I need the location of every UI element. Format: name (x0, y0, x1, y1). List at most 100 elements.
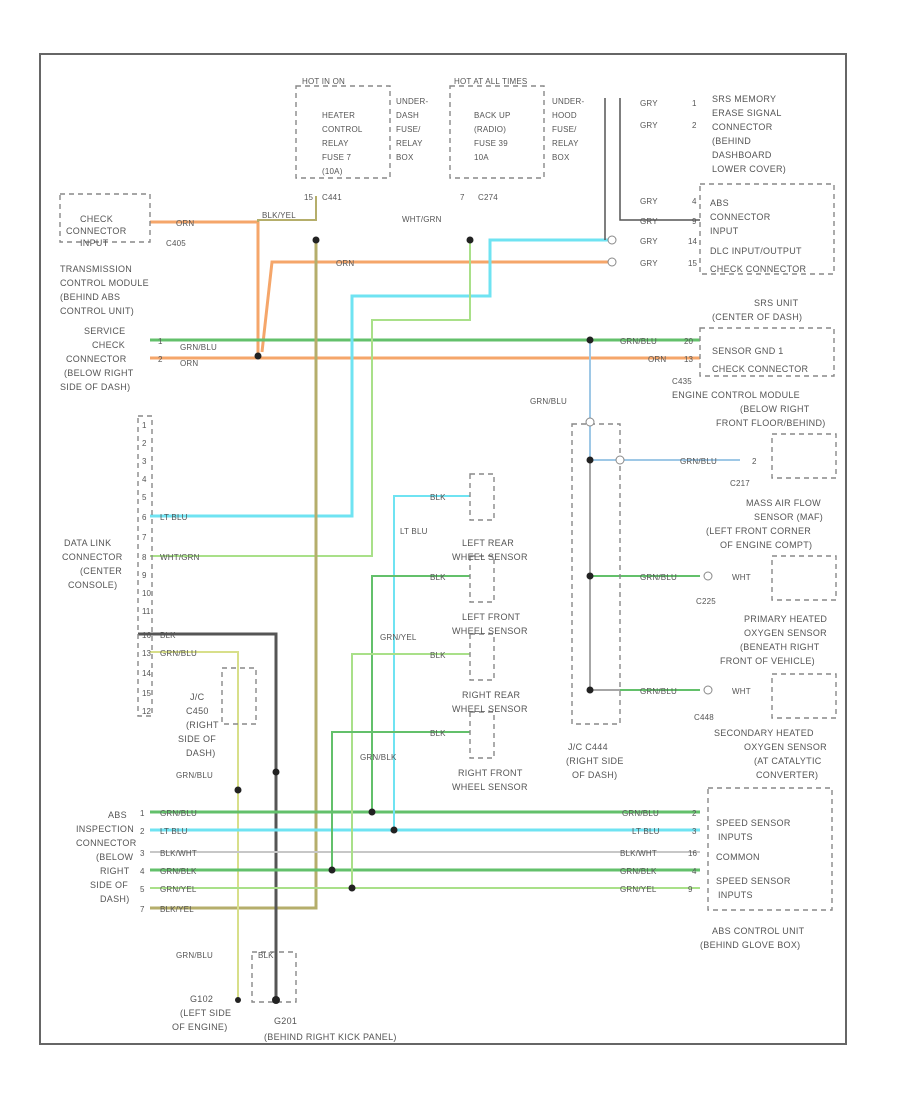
splice-dot (586, 572, 594, 580)
wire-label-lt-blu-v: LT BLU (400, 527, 428, 536)
svg-text:DASHBOARD: DASHBOARD (712, 150, 772, 160)
svg-text:ERASE SIGNAL: ERASE SIGNAL (712, 108, 782, 118)
wire-label-lt-blu: LT BLU (160, 513, 188, 522)
svg-text:OF ENGINE): OF ENGINE) (172, 1022, 228, 1032)
svg-text:GRY: GRY (640, 121, 658, 130)
svg-text:GRN/BLU: GRN/BLU (160, 809, 197, 818)
gry-pins: GRY 1 GRY 2 GRY 4 GRY 9 GRY 14 GRY 15 (640, 99, 697, 268)
connector-c448: C448 (694, 713, 714, 722)
svg-text:10A: 10A (474, 153, 489, 162)
splice-dot (272, 996, 280, 1004)
svg-text:7: 7 (140, 905, 145, 914)
ho2s1-box (771, 555, 837, 601)
abs-connector-label: ABS CONNECTOR INPUT DLC INPUT/OUTPUT CHE… (710, 198, 807, 274)
splice-dot (586, 456, 594, 464)
svg-text:CHECK CONNECTOR: CHECK CONNECTOR (710, 264, 807, 274)
wire-label-grn-blu: GRN/BLU (640, 687, 677, 696)
svg-text:SIDE OF: SIDE OF (178, 734, 216, 744)
svg-text:GRN/BLK: GRN/BLK (620, 867, 657, 876)
svg-text:INPUT: INPUT (710, 226, 739, 236)
splice-dot (272, 768, 280, 776)
svg-text:15: 15 (688, 259, 697, 268)
svg-text:INPUTS: INPUTS (718, 890, 753, 900)
svg-text:SENSOR (MAF): SENSOR (MAF) (754, 512, 823, 522)
svg-text:CONTROL MODULE: CONTROL MODULE (60, 278, 149, 288)
wire-blk-ground (138, 632, 278, 1000)
svg-text:FRONT OF VEHICLE): FRONT OF VEHICLE) (720, 656, 815, 666)
svg-text:(CENTER OF DASH): (CENTER OF DASH) (712, 312, 802, 322)
svg-text:OF DASH): OF DASH) (572, 770, 617, 780)
wire-label-grn-blu: GRN/BLU (176, 951, 213, 960)
svg-text:(BELOW: (BELOW (96, 852, 134, 862)
connector-c225: C225 (696, 597, 716, 606)
svg-text:BOX: BOX (552, 153, 570, 162)
svg-text:RIGHT FRONT: RIGHT FRONT (458, 768, 523, 778)
abs-unit-pin-labels: SPEED SENSOR INPUTS COMMON SPEED SENSOR … (716, 818, 791, 900)
service-check-label: SERVICE CHECK CONNECTOR (BELOW RIGHT SID… (60, 326, 134, 392)
wire-label-blk: BLK (258, 951, 274, 960)
svg-text:(BEHIND RIGHT KICK PANEL): (BEHIND RIGHT KICK PANEL) (264, 1032, 397, 1042)
svg-text:5: 5 (142, 493, 147, 502)
svg-text:ENGINE CONTROL MODULE: ENGINE CONTROL MODULE (672, 390, 800, 400)
svg-text:GRN/YEL: GRN/YEL (160, 885, 197, 894)
svg-text:(10A): (10A) (322, 167, 343, 176)
svg-text:RIGHT: RIGHT (100, 866, 130, 876)
svg-text:CHECK: CHECK (92, 340, 125, 350)
abs-unit-box (707, 787, 833, 911)
wire-wht-grn-dlc (150, 240, 471, 557)
svg-text:BLK/WHT: BLK/WHT (160, 849, 197, 858)
abs-inspection-wire-labels: GRN/BLU LT BLU BLK/WHT GRN/BLK GRN/YEL B… (160, 809, 197, 914)
svg-text:(BELOW RIGHT: (BELOW RIGHT (740, 404, 810, 414)
abs-inspection-label: ABS INSPECTION CONNECTOR (BELOW RIGHT SI… (76, 810, 136, 904)
svg-text:J/C C444: J/C C444 (568, 742, 608, 752)
tcm-label: TRANSMISSION CONTROL MODULE (BEHIND ABS … (60, 264, 149, 316)
svg-text:CONNECTOR: CONNECTOR (66, 354, 127, 364)
wire-blk-yel (150, 240, 318, 910)
svg-text:9: 9 (142, 571, 147, 580)
svg-text:8: 8 (142, 553, 147, 562)
ecm-label: ENGINE CONTROL MODULE (BELOW RIGHT FRONT… (672, 390, 825, 428)
wire-gry-srs (619, 98, 700, 221)
wire-label-orn: ORN (176, 219, 194, 228)
svg-text:CONNECTOR: CONNECTOR (712, 122, 773, 132)
splice-dot (390, 826, 398, 834)
svg-text:PRIMARY HEATED: PRIMARY HEATED (744, 614, 827, 624)
wheel-rr-box (469, 633, 495, 681)
svg-text:C450: C450 (186, 706, 209, 716)
wire-label-grn-yel-v: GRN/YEL (380, 633, 417, 642)
svg-text:(BENEATH RIGHT: (BENEATH RIGHT (740, 642, 820, 652)
wire-blk-yel-top (257, 196, 317, 222)
svg-text:UNDER-: UNDER- (396, 97, 428, 106)
backup-title: HOT AT ALL TIMES (454, 77, 527, 86)
svg-text:LT BLU: LT BLU (160, 827, 188, 836)
wire-label-grn-blu: GRN/BLU (620, 337, 657, 346)
pin-label: 15 (304, 193, 313, 202)
wire-label-blk: BLK (430, 729, 446, 738)
connector-tab (607, 235, 617, 245)
svg-text:FUSE 7: FUSE 7 (322, 153, 352, 162)
svg-text:4: 4 (140, 867, 145, 876)
wire-label-blk: BLK (160, 631, 176, 640)
wheel-rf-box (469, 711, 495, 759)
jc-right-box (571, 423, 621, 725)
wire-label-blk: BLK (430, 651, 446, 660)
wire-label-orn: ORN (336, 259, 354, 268)
ground-g201-box (251, 951, 297, 1003)
svg-text:DLC INPUT/OUTPUT: DLC INPUT/OUTPUT (710, 246, 802, 256)
svg-text:BLK/YEL: BLK/YEL (160, 905, 194, 914)
connector-c274: C274 (478, 193, 498, 202)
svg-text:3: 3 (142, 457, 147, 466)
under-hood-fuse-label: UNDER- HOOD FUSE/ RELAY BOX (552, 97, 584, 162)
svg-text:FUSE/: FUSE/ (552, 125, 577, 134)
svg-text:SENSOR GND 1: SENSOR GND 1 (712, 346, 784, 356)
pin-label: 20 (684, 337, 693, 346)
svg-text:11: 11 (142, 607, 151, 616)
svg-text:GRY: GRY (640, 237, 658, 246)
ecm-block-label: SENSOR GND 1 CHECK CONNECTOR (712, 346, 808, 374)
svg-text:2: 2 (692, 121, 697, 130)
wire-wheel-rf (331, 731, 470, 870)
dlc-box (137, 415, 153, 717)
svg-text:WHEEL SENSOR: WHEEL SENSOR (452, 626, 528, 636)
svg-text:RELAY: RELAY (552, 139, 579, 148)
svg-text:WHEEL SENSOR: WHEEL SENSOR (452, 782, 528, 792)
